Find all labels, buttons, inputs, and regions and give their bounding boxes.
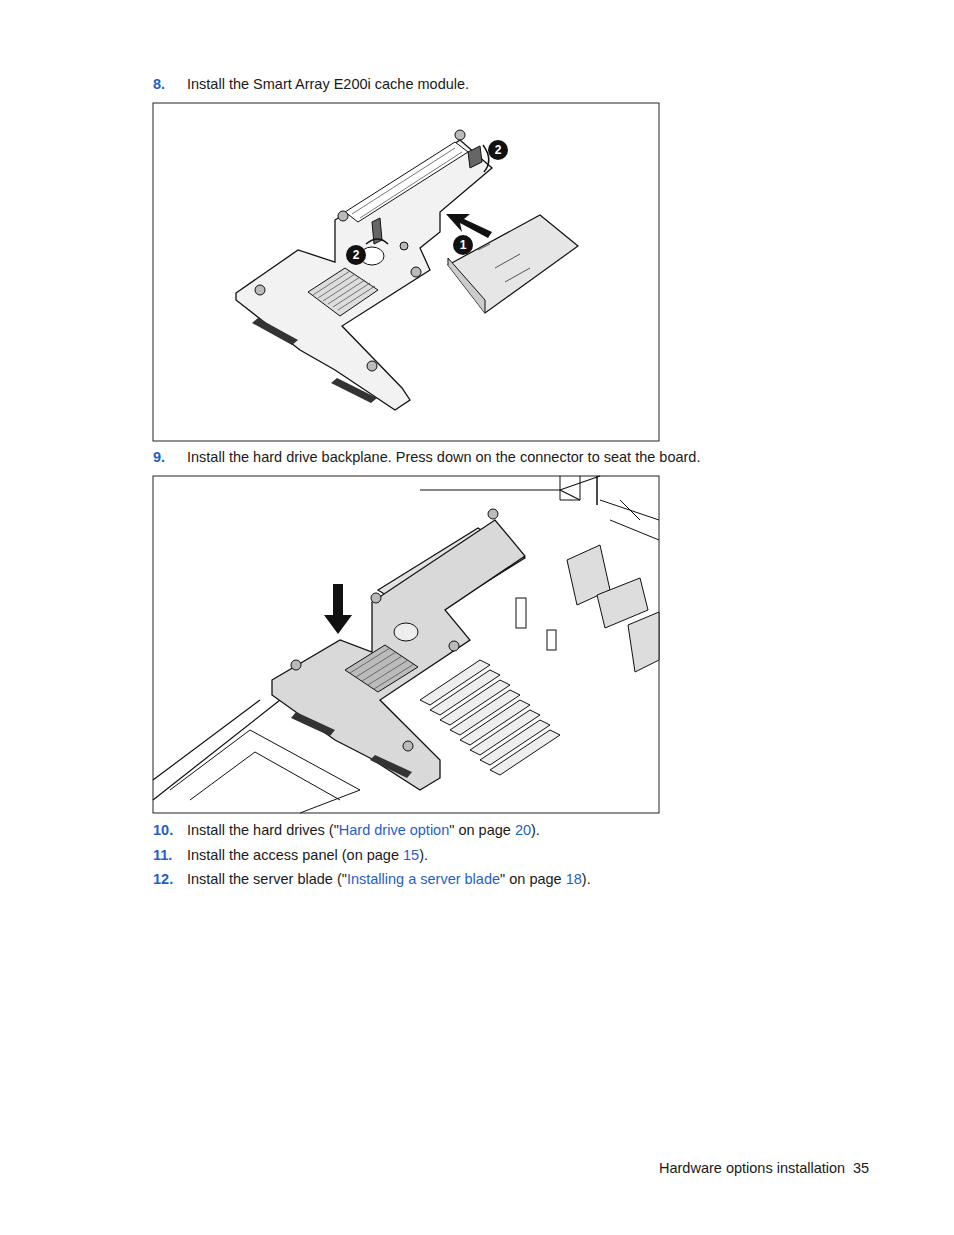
step-number: 8. <box>153 76 165 92</box>
text-line: Install the hard drive backplane. Press … <box>187 448 700 466</box>
text-line: 11. <box>153 846 172 864</box>
text-line: Install the hard drives ("Hard drive opt… <box>187 821 540 839</box>
callout-number: 2 <box>488 140 508 160</box>
step-text: Install the server blade (" <box>187 871 347 887</box>
step-number: 10. <box>153 822 173 838</box>
step-text: ). <box>582 871 591 887</box>
text-line: 35 <box>853 1159 869 1177</box>
text-line: Install the server blade ("Installing a … <box>187 870 591 888</box>
footer-text: Hardware options installation <box>659 1160 845 1176</box>
step-text: " on page <box>500 871 566 887</box>
step-number: 12. <box>153 871 173 887</box>
text-line: Install the access panel (on page 15). <box>187 846 428 864</box>
step-number: 11. <box>153 847 172 863</box>
footer-text: 35 <box>853 1160 869 1176</box>
step-text: ). <box>531 822 540 838</box>
text-line: 9. <box>153 448 165 466</box>
step-text: Install the hard drives (" <box>187 822 339 838</box>
text-line: 12. <box>153 870 173 888</box>
link-text: 18 <box>566 871 582 887</box>
step-text: Install the hard drive backplane. Press … <box>187 449 700 465</box>
step-text: Install the Smart Array E200i cache modu… <box>187 76 469 92</box>
text-line: 8. <box>153 75 165 93</box>
text-line: Hardware options installation <box>659 1159 845 1177</box>
link-text: Hard drive option <box>339 822 449 838</box>
text-line: Install the Smart Array E200i cache modu… <box>187 75 469 93</box>
text-line: 10. <box>153 821 173 839</box>
callout-number: 2 <box>346 245 366 265</box>
link-text: 20 <box>515 822 531 838</box>
step-number: 9. <box>153 449 165 465</box>
link-text: 15 <box>403 847 419 863</box>
step-text: " on page <box>449 822 515 838</box>
step-text: Install the access panel (on page <box>187 847 403 863</box>
step-text: ). <box>419 847 428 863</box>
callout-number: 1 <box>453 235 473 255</box>
link-text: Installing a server blade <box>347 871 500 887</box>
